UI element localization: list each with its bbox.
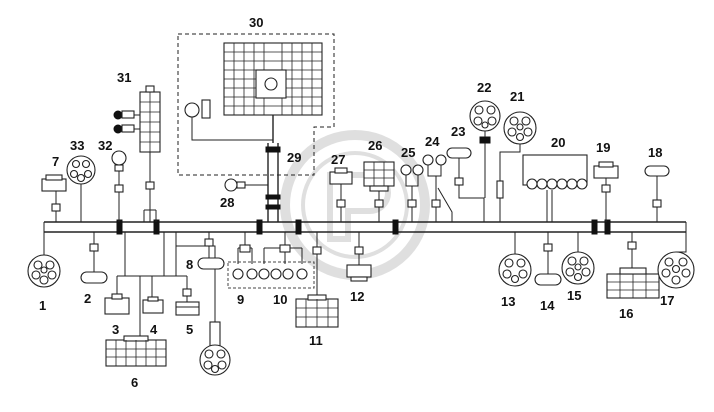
- label-32: 32: [98, 138, 112, 153]
- label-30: 30: [249, 15, 263, 30]
- label-28: 28: [220, 195, 234, 210]
- branch-3-4-5-6: [116, 232, 188, 340]
- label-24: 24: [425, 134, 440, 149]
- connector-6: [105, 335, 167, 367]
- connector-17: [657, 232, 695, 289]
- label-21: 21: [510, 89, 524, 104]
- label-26: 26: [368, 138, 382, 153]
- label-7: 7: [52, 154, 59, 169]
- fuse-block-31: [113, 85, 161, 222]
- label-10: 10: [273, 292, 287, 307]
- connector-12: [346, 232, 372, 282]
- tape-bands: [116, 219, 611, 235]
- ecu-dashed-frame: [177, 33, 335, 176]
- label-29: 29: [287, 150, 301, 165]
- connector-1: [27, 232, 61, 288]
- connector-13: [498, 232, 532, 287]
- label-1: 1: [39, 298, 46, 313]
- label-6: 6: [131, 375, 138, 390]
- connector-round-bottom: [175, 232, 231, 376]
- label-5: 5: [186, 322, 193, 337]
- label-16: 16: [619, 306, 633, 321]
- label-3: 3: [112, 322, 119, 337]
- ecu-side-sensor: [184, 99, 273, 141]
- label-13: 13: [501, 294, 515, 309]
- label-22: 22: [477, 80, 491, 95]
- label-12: 12: [350, 289, 364, 304]
- connector-8: [197, 232, 225, 270]
- connector-23: [446, 147, 485, 222]
- connector-21: [496, 111, 537, 222]
- ecu-unit: [223, 42, 323, 143]
- bulbs-25: [400, 164, 424, 222]
- bulb-group-9-10: [227, 232, 315, 289]
- bulb-array-20: [522, 154, 588, 222]
- connector-16: [606, 231, 660, 299]
- label-17: 17: [660, 293, 674, 308]
- connector-18: [644, 165, 670, 222]
- bulbs-24: [422, 154, 453, 222]
- connector-4: [142, 296, 164, 314]
- connector-26: [363, 161, 395, 222]
- label-27: 27: [331, 152, 345, 167]
- label-33: 33: [70, 138, 84, 153]
- label-18: 18: [648, 145, 662, 160]
- main-harness-trunk: [44, 221, 686, 233]
- connector-15: [561, 232, 595, 285]
- bulb-28: [224, 178, 268, 192]
- connector-2: [80, 232, 108, 284]
- connector-3: [104, 293, 130, 315]
- label-19: 19: [596, 140, 610, 155]
- callout-labels: 1 2 3 4 5 6 7 8 9 10 11 12 13 14 15 16 1…: [39, 15, 674, 390]
- connector-11: [295, 232, 339, 328]
- label-4: 4: [150, 322, 158, 337]
- label-15: 15: [567, 288, 581, 303]
- connector-27: [329, 167, 353, 222]
- label-23: 23: [451, 124, 465, 139]
- label-31: 31: [117, 70, 131, 85]
- connector-22: [469, 100, 501, 198]
- label-8: 8: [186, 257, 193, 272]
- connector-5: [175, 288, 200, 316]
- connector-19: [593, 161, 619, 222]
- bulb-32: [111, 150, 127, 222]
- label-9: 9: [237, 292, 244, 307]
- connector-7: [41, 174, 67, 222]
- label-20: 20: [551, 135, 565, 150]
- label-11: 11: [309, 333, 323, 348]
- connector-14: [534, 232, 562, 286]
- label-2: 2: [84, 291, 91, 306]
- label-25: 25: [401, 145, 415, 160]
- label-14: 14: [540, 298, 555, 313]
- connector-33: [66, 155, 96, 222]
